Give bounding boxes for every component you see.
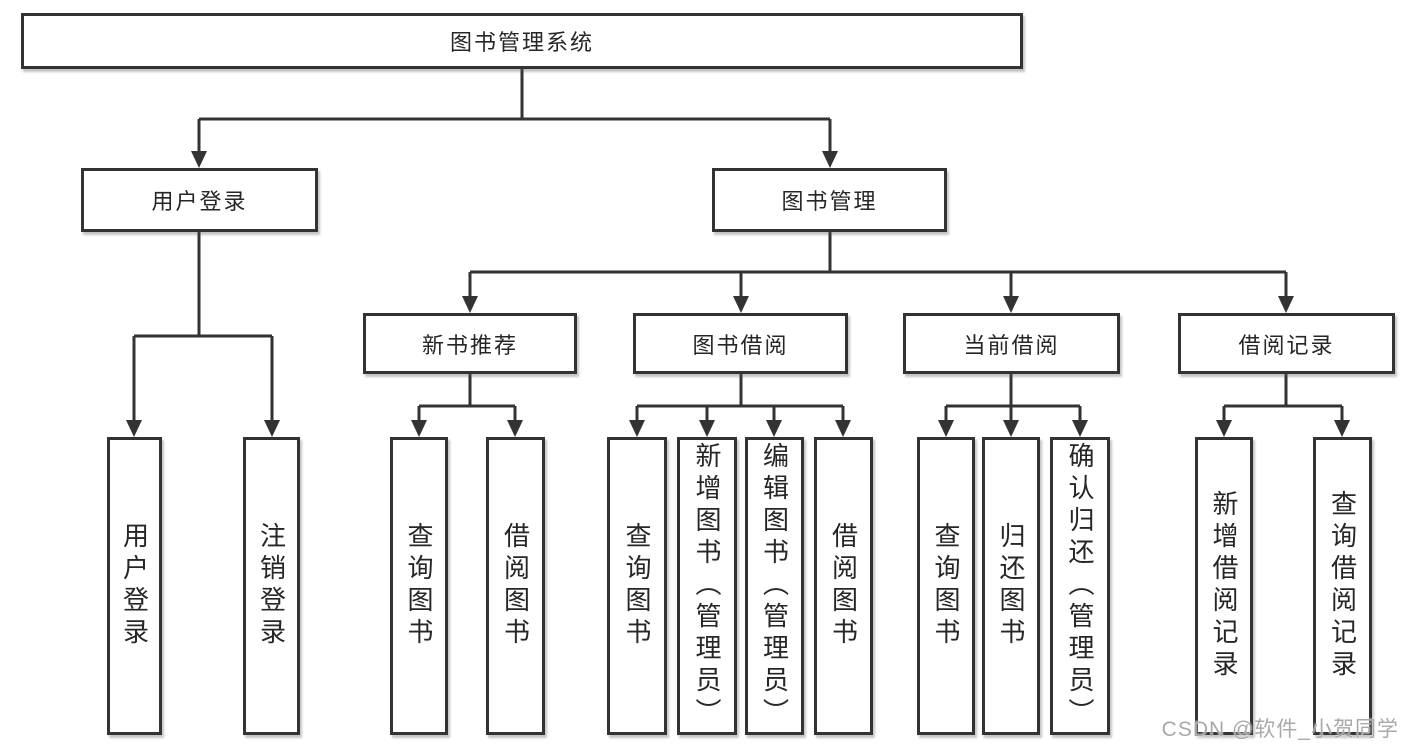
leaf-add-book-admin: 新增图书（管理员） (677, 437, 737, 735)
leaf-label: 编辑图书（管理员） (759, 442, 790, 730)
node-current-borrow: 当前借阅 (903, 313, 1120, 374)
leaf-borrow-books-recommend: 借阅图书 (486, 437, 545, 735)
leaf-label: 用户登录 (119, 522, 150, 650)
node-book-borrow: 图书借阅 (633, 313, 848, 374)
leaf-label: 查询图书 (931, 522, 961, 650)
leaf-label: 查询图书 (622, 522, 652, 650)
leaf-logout: 注销登录 (243, 437, 300, 735)
node-label: 用户登录 (151, 189, 248, 214)
leaf-confirm-return-admin: 确认归还（管理员） (1050, 437, 1110, 735)
leaf-label: 归还图书 (996, 522, 1026, 650)
node-label: 图书管理系统 (449, 30, 594, 55)
leaf-label: 确认归还（管理员） (1065, 442, 1095, 730)
node-new-book-recommend: 新书推荐 (363, 313, 577, 374)
leaf-borrow-books: 借阅图书 (814, 437, 873, 735)
node-label: 借阅记录 (1238, 332, 1335, 358)
csdn-watermark: CSDN @软件_小贺同学 (1161, 718, 1399, 741)
node-label: 图书管理 (781, 189, 878, 214)
node-book-management: 图书管理 (712, 168, 947, 232)
node-label: 图书借阅 (692, 332, 789, 358)
node-root-system: 图书管理系统 (21, 13, 1023, 69)
node-borrow-records: 借阅记录 (1178, 313, 1395, 374)
leaf-label: 新增借阅记录 (1209, 490, 1239, 682)
leaf-label: 借阅图书 (500, 522, 531, 650)
leaf-user-login: 用户登录 (107, 437, 162, 735)
leaf-query-books-borrow: 查询图书 (607, 437, 667, 735)
node-label: 当前借阅 (963, 332, 1060, 358)
node-user-login: 用户登录 (81, 168, 318, 232)
leaf-query-borrow-record: 查询借阅记录 (1313, 437, 1372, 735)
leaf-label: 查询借阅记录 (1327, 490, 1358, 682)
leaf-label: 查询图书 (404, 522, 434, 650)
leaf-query-books-current: 查询图书 (917, 437, 975, 735)
leaf-return-books: 归还图书 (982, 437, 1040, 735)
node-label: 新书推荐 (421, 332, 518, 358)
leaf-label: 新增图书（管理员） (692, 442, 722, 730)
leaf-edit-book-admin: 编辑图书（管理员） (745, 437, 804, 735)
leaf-query-books-recommend: 查询图书 (390, 437, 448, 735)
leaf-label: 借阅图书 (828, 522, 859, 650)
leaf-label: 注销登录 (256, 522, 287, 650)
leaf-add-borrow-record: 新增借阅记录 (1195, 437, 1253, 735)
